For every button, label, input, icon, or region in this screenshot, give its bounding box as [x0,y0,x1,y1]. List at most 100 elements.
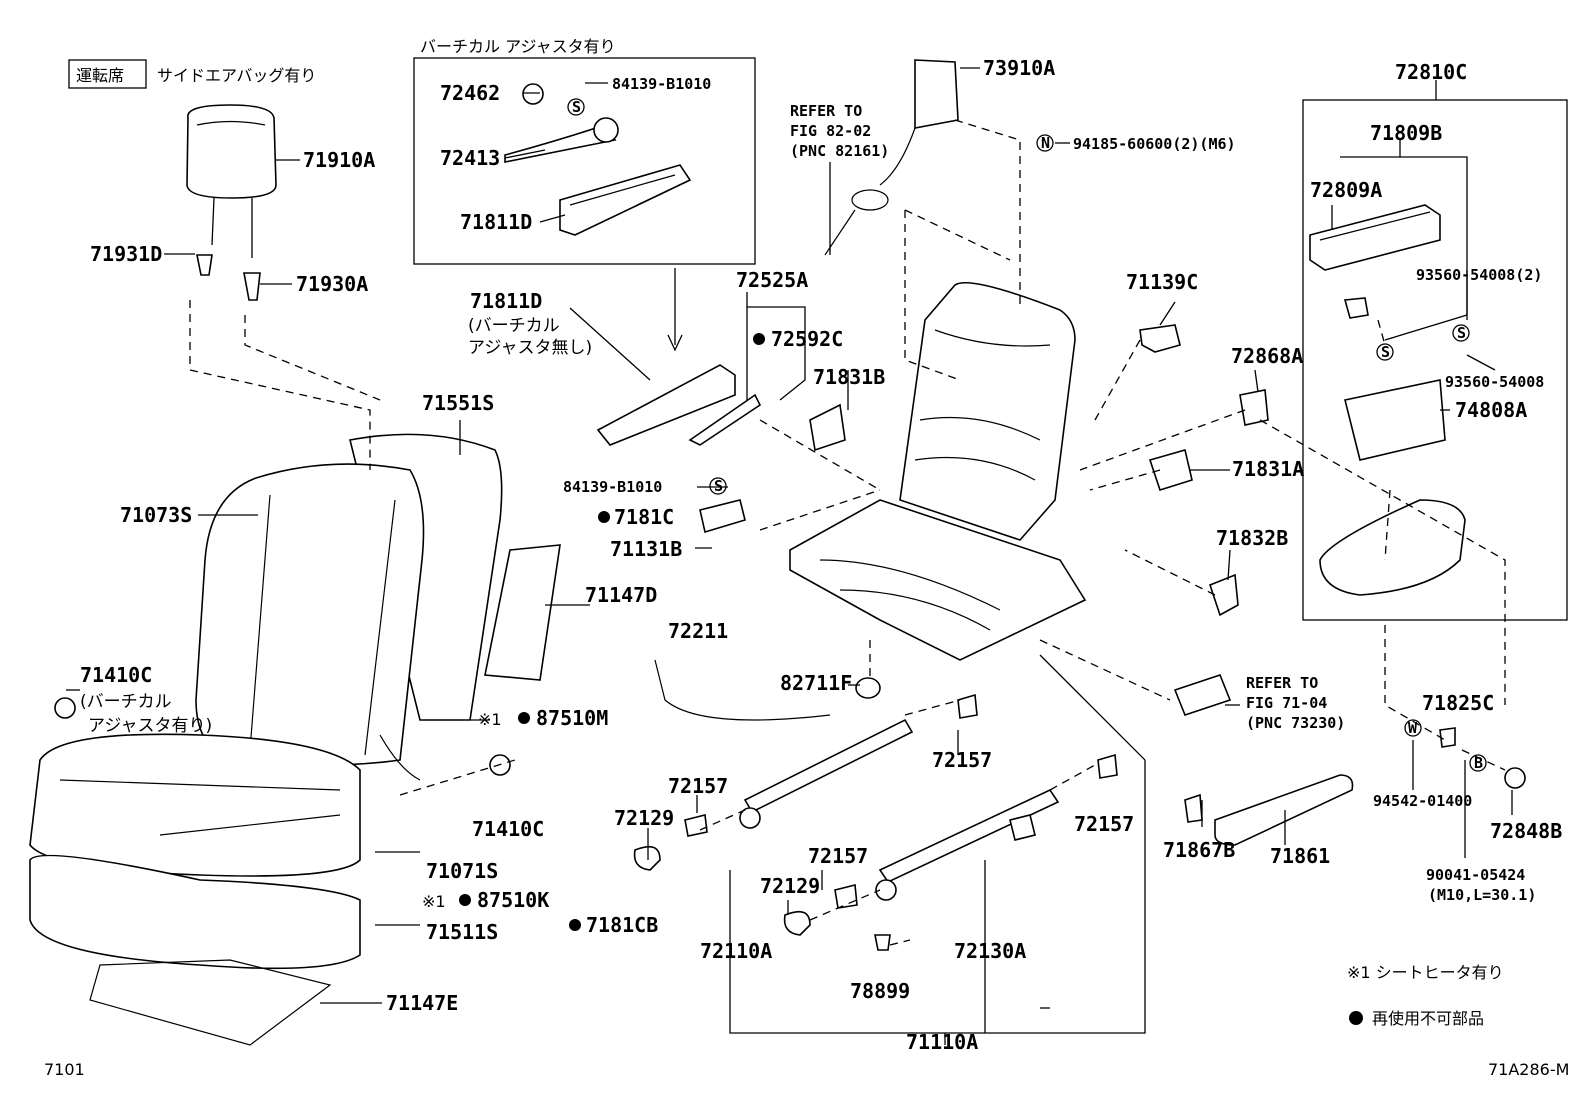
part-72110a[interactable]: 72110A [700,939,772,963]
ref2-line1: REFER TO [1246,674,1318,692]
clip-82711f [855,677,881,699]
console-parts-drawing [1309,204,1466,596]
part-71867b[interactable]: 71867B [1163,838,1235,862]
note-71410c-line2: アジャスタ有り) [88,716,212,736]
part-71073s[interactable]: 71073S [120,503,192,527]
part-71811d-b[interactable]: 71811D [470,289,542,313]
seat-cushion-drawing [29,733,361,1046]
seat-back-drawing [195,433,561,781]
cover-72868a [1239,389,1269,426]
part-71110a[interactable]: 71110A [906,1030,978,1054]
part-71831b[interactable]: 71831B [813,365,885,389]
part-72129-b[interactable]: 72129 [760,874,820,898]
part-71930a[interactable]: 71930A [296,272,368,296]
part-72810c[interactable]: 72810C [1395,60,1467,84]
part-71410c-a[interactable]: 71410C [80,663,152,687]
part-87510k[interactable]: 87510K [477,888,549,912]
part-71861[interactable]: 71861 [1270,844,1330,868]
bracket-72157d [834,883,858,909]
heater-mark-a: ※1 [478,710,502,729]
part-72157-a[interactable]: 72157 [668,774,728,798]
footer-page-code: 7101 [44,1060,85,1079]
part-84139-b1010-a[interactable]: 84139-B1010 [612,75,711,93]
part-82711f[interactable]: 82711F [780,671,852,695]
dashed-leaders [189,119,1506,946]
bolt-71867b [1184,793,1203,823]
buckle-drawing [1173,674,1232,716]
part-72130a[interactable]: 72130A [954,939,1026,963]
symbol-n-label: N [1041,134,1050,152]
part-74808a[interactable]: 74808A [1455,398,1527,422]
part-71809b[interactable]: 71809B [1370,121,1442,145]
part-71811d-a[interactable]: 71811D [460,210,532,234]
part-71832b[interactable]: 71832B [1216,526,1288,550]
part-72592c[interactable]: 72592C [771,327,843,351]
part-71551s[interactable]: 71551S [422,391,494,415]
part-71511s[interactable]: 71511S [426,920,498,944]
part-72525a[interactable]: 72525A [736,268,808,292]
lever-drawing [596,364,762,446]
symbol-s-label: S [1381,343,1390,361]
part-71147d[interactable]: 71147D [585,583,657,607]
part-7181cb[interactable]: 7181CB [586,913,658,937]
part-71910a[interactable]: 71910A [303,148,375,172]
part-72809a[interactable]: 72809A [1310,178,1382,202]
symbol-s-icon [1376,343,1394,361]
part-72413[interactable]: 72413 [440,146,500,170]
vertical-adjuster-note: バーチカル アジャスタ有り [420,37,616,56]
bracket-72157a [684,814,708,837]
legend-dot-icon [1349,1011,1363,1025]
part-72157-c[interactable]: 72157 [1074,812,1134,836]
part-71071s[interactable]: 71071S [426,859,498,883]
part-93560-54008-2[interactable]: 93560-54008(2) [1416,266,1542,284]
headrest-drawing [186,104,277,301]
part-72848b[interactable]: 72848B [1490,819,1562,843]
part-71831a[interactable]: 71831A [1232,457,1304,481]
part-93560-54008[interactable]: 93560-54008 [1445,373,1544,391]
part-71139c[interactable]: 71139C [1126,270,1198,294]
symbol-w-label: W [1408,719,1418,737]
part-71147e[interactable]: 71147E [386,991,458,1015]
bracket-71831a [1148,448,1193,491]
legend-non-reusable: 再使用不可部品 [1372,1009,1484,1028]
symbol-s-label: S [572,98,581,116]
heater-mark-b: ※1 [422,892,446,911]
note-m10: (M10,L=30.1) [1428,886,1536,904]
clip-72129b [783,910,811,936]
part-72157-d[interactable]: 72157 [808,844,868,868]
part-71131b[interactable]: 71131B [610,537,682,561]
seat-rails-drawing [654,659,1060,901]
part-72157-b[interactable]: 72157 [932,748,992,772]
part-94542-01400[interactable]: 94542-01400 [1373,792,1472,810]
part-90041-05424[interactable]: 90041-05424 [1426,866,1525,884]
legend-heater: ※1 シートヒータ有り [1347,963,1504,982]
vertical-adjuster-inset-box [413,57,756,265]
cap-71410c-upper [54,697,76,719]
console-inset-box [1302,99,1568,621]
part-72462[interactable]: 72462 [440,81,500,105]
note-71410c-line1: (バーチカル [80,692,172,712]
non-reusable-dot-icon [598,511,610,523]
part-94185-60600[interactable]: 94185-60600(2)(M6) [1073,135,1236,153]
part-72129-a[interactable]: 72129 [614,806,674,830]
non-reusable-dot-icon [518,712,530,724]
ref2-line3: (PNC 73230) [1246,714,1345,732]
part-87510m[interactable]: 87510M [536,706,608,730]
symbol-s-label: S [1457,324,1466,342]
footer-figure-code: 71A286-M [1488,1060,1569,1079]
seat-frame-drawing [789,282,1087,661]
part-72868a[interactable]: 72868A [1231,344,1303,368]
part-78899[interactable]: 78899 [850,979,910,1003]
ref2-line2: FIG 71-04 [1246,694,1327,712]
part-72211[interactable]: 72211 [668,619,728,643]
part-71410c-b[interactable]: 71410C [472,817,544,841]
bracket-71832b [1209,573,1239,617]
part-73910a[interactable]: 73910A [983,56,1055,80]
symbol-s-icon [709,477,727,495]
cover-71861 [1214,774,1354,846]
part-71825c[interactable]: 71825C [1422,691,1494,715]
solid-leaders [66,67,1513,1045]
part-71931d[interactable]: 71931D [90,242,162,266]
part-84139-b1010-b[interactable]: 84139-B1010 [563,478,662,496]
part-7181c[interactable]: 7181C [614,505,674,529]
